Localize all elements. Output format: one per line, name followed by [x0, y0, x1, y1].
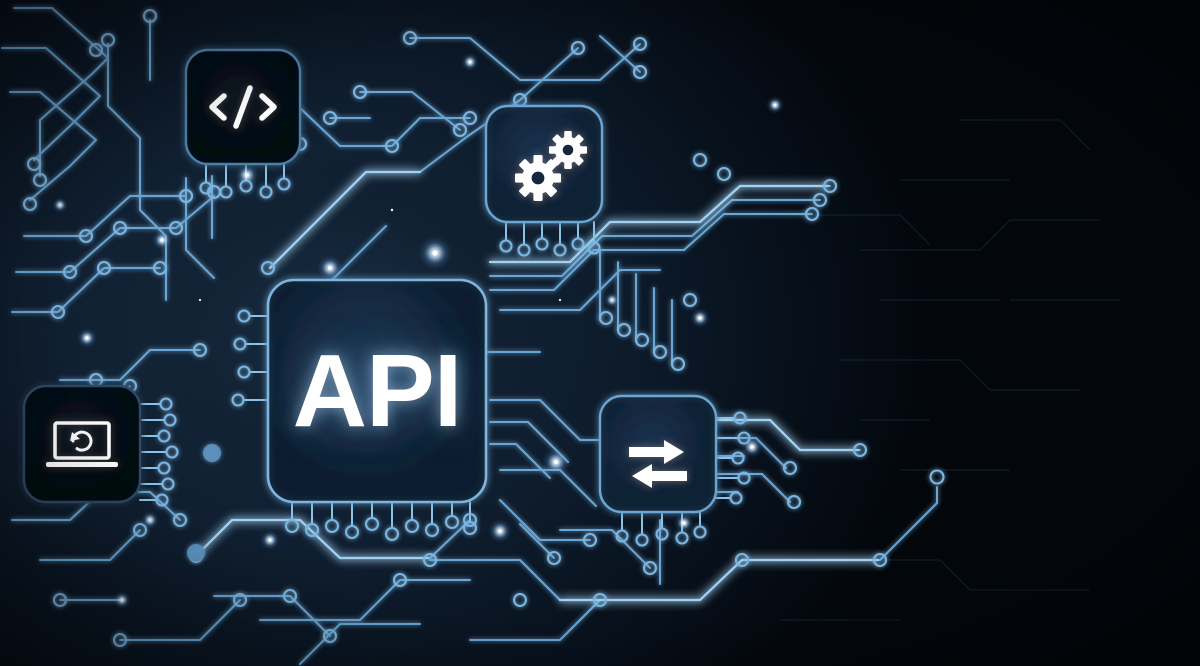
api-chip — [266, 278, 488, 504]
gears-tile — [484, 104, 604, 224]
exchange-tile — [598, 394, 718, 514]
laptop-tile — [22, 384, 142, 504]
code-tile — [184, 48, 302, 166]
